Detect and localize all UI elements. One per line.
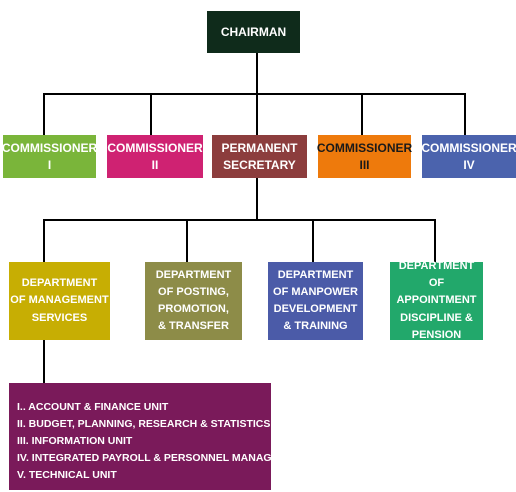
unit-item-information: III. INFORMATION UNIT [17, 435, 133, 447]
unit-item-budget-planning: II. BUDGET, PLANNING, RESEARCH & STATIST… [17, 418, 298, 430]
unit-item-technical: V. TECHNICAL UNIT [17, 469, 117, 481]
commissioner-2-box: COMMISSIONER II [107, 135, 203, 178]
connector-dept-appointment [434, 219, 436, 262]
connector-units [43, 340, 45, 383]
dept-management-services-label: DEPARTMENT OF MANAGEMENT SERVICES [10, 277, 109, 324]
commissioner-4-box: COMMISSIONER IV [421, 135, 516, 178]
permanent-secretary-label: PERMANENT SECRETARY [221, 141, 298, 172]
connector-commissioner-2 [150, 93, 152, 135]
commissioner-1-box: COMMISSIONER I [1, 135, 98, 178]
permanent-secretary-box: PERMANENT SECRETARY [212, 135, 307, 178]
connector-commissioners-bar [43, 93, 466, 95]
commissioner-3-label: COMMISSIONER III [316, 141, 413, 172]
dept-management-services-box: DEPARTMENT OF MANAGEMENT SERVICES [9, 262, 110, 340]
connector-dept-posting [186, 219, 188, 262]
commissioner-2-label: COMMISSIONER II [107, 141, 203, 172]
dept-posting-label: DEPARTMENT OF POSTING, PROMOTION, & TRAN… [155, 268, 232, 333]
commissioner-3-box: COMMISSIONER III [316, 135, 413, 178]
connector-commissioner-1 [43, 93, 45, 135]
commissioner-1-label: COMMISSIONER I [1, 141, 98, 172]
commissioner-4-label: COMMISSIONER IV [421, 141, 516, 172]
unit-item-account-finance: I.. ACCOUNT & FINANCE UNIT [17, 401, 169, 413]
chairman-box: CHAIRMAN [207, 11, 300, 53]
dept-manpower-box: DEPARTMENT OF MANPOWER DEVELOPMENT & TRA… [268, 262, 363, 340]
units-box: I.. ACCOUNT & FINANCE UNIT II. BUDGET, P… [9, 383, 336, 490]
dept-manpower-label: DEPARTMENT OF MANPOWER DEVELOPMENT & TRA… [273, 268, 358, 333]
connector-dept-management [43, 219, 45, 262]
dept-posting-box: DEPARTMENT OF POSTING, PROMOTION, & TRAN… [145, 262, 242, 340]
dept-appointment-box: DEPARTMENT OF APPOINTMENT DISCIPLINE & P… [390, 260, 483, 341]
connector-chairman-down [256, 52, 258, 94]
connector-dept-manpower [312, 219, 314, 262]
connector-commissioner-3 [361, 93, 363, 135]
connector-permanent-secretary [256, 93, 258, 135]
connector-secretary-down [256, 178, 258, 220]
connector-commissioner-4 [464, 93, 466, 135]
connector-departments-bar [43, 219, 436, 221]
dept-appointment-label: DEPARTMENT OF APPOINTMENT DISCIPLINE & P… [396, 260, 477, 341]
chairman-label: CHAIRMAN [220, 24, 287, 39]
unit-item-payroll-personnel: IV. INTEGRATED PAYROLL & PERSONNEL MANAG… [17, 452, 336, 464]
